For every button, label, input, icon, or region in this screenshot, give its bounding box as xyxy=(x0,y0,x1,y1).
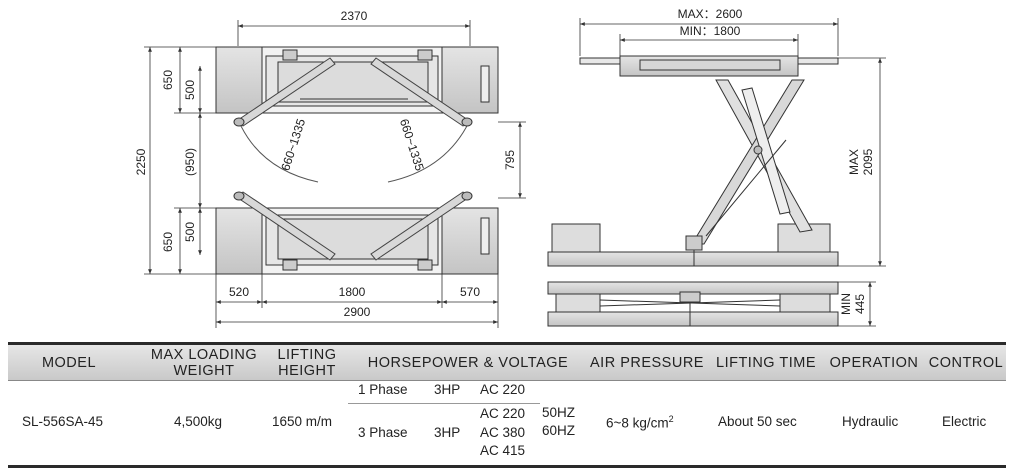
dim-side-min-width: MIN：1800 xyxy=(680,24,741,38)
dim-side-min-height-value: 445 xyxy=(853,294,867,314)
cell-lifting-time: About 50 sec xyxy=(718,414,797,429)
dim-bottom-seg-left: 520 xyxy=(229,285,249,299)
cell-phase1-hp: 3HP xyxy=(434,382,461,397)
cell-phase3-voltage-1: AC 220 xyxy=(480,406,526,421)
dim-bottom-seg-right: 570 xyxy=(460,285,480,299)
cell-lifting-height: 1650 m/m xyxy=(272,414,333,429)
cell-control: Electric xyxy=(942,414,987,429)
dim-arm-range-left: 660~1335 xyxy=(278,117,308,173)
cell-operation: Hydraulic xyxy=(842,414,899,429)
cell-freq-2: 60HZ xyxy=(542,423,576,438)
cell-phase3-voltage-2: AC 380 xyxy=(480,425,526,440)
dim-bottom-overall: 2900 xyxy=(344,305,371,319)
header-model: MODEL xyxy=(41,355,97,371)
cell-phase1-voltage: AC 220 xyxy=(480,382,526,397)
dim-right-gap: 795 xyxy=(503,150,517,170)
dim-bottom-seg-mid: 1800 xyxy=(339,285,366,299)
header-air-pressure: AIR PRESSURE xyxy=(590,355,704,371)
side-view-raised xyxy=(547,55,839,267)
phase-divider xyxy=(348,403,540,404)
header-operation: OPERATION xyxy=(829,355,919,371)
cell-phase3-voltage-3: AC 415 xyxy=(480,443,526,458)
cell-air-pressure-sup: 2 xyxy=(668,414,674,424)
dim-bottom-pad-left-inner: 500 xyxy=(183,222,197,242)
dim-top-pad-left-inner: 500 xyxy=(183,80,197,100)
dim-top-width: 2370 xyxy=(341,9,368,23)
table-bottom-rule xyxy=(8,465,1006,468)
side-view-collapsed xyxy=(547,281,839,327)
cell-phase3-label: 3 Phase xyxy=(358,425,408,440)
header-control: CONTROL xyxy=(928,355,1004,371)
top-view xyxy=(215,46,499,275)
cell-freq-1: 50HZ xyxy=(542,405,576,420)
dim-center-gap: (950) xyxy=(183,148,197,176)
dim-bottom-pad-left: 650 xyxy=(161,232,175,252)
dim-side-max-height-label: MAX xyxy=(847,149,861,175)
cell-model: SL-556SA-45 xyxy=(22,414,104,429)
cell-phase3-hp: 3HP xyxy=(434,425,461,440)
dim-side-min-height-label: MIN xyxy=(839,293,853,315)
dim-overall-length: 2250 xyxy=(134,148,148,175)
lift-technical-drawing: 2370 650 500 2250 (950) 660~1335 660~133… xyxy=(134,7,886,328)
dim-side-max-height-value: 2095 xyxy=(861,148,875,175)
cell-max-loading: 4,500kg xyxy=(174,414,223,429)
header-horsepower-voltage: HORSEPOWER & VOLTAGE xyxy=(367,355,569,371)
dim-side-max-width: MAX：2600 xyxy=(678,7,743,21)
cell-phase1-label: 1 Phase xyxy=(358,382,408,397)
dim-top-pad-left: 650 xyxy=(161,70,175,90)
dim-arm-range-right: 660~1335 xyxy=(397,117,427,173)
header-lifting-time: LIFTING TIME xyxy=(716,355,816,371)
cell-air-pressure: 6~8 kg/cm2 xyxy=(606,414,674,431)
